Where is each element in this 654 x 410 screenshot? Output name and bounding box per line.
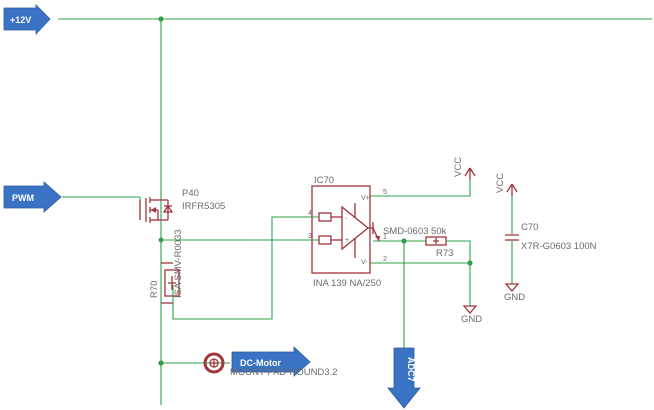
- port-dc-motor[interactable]: DC-Motor: [231, 346, 311, 377]
- c70-value: X7R-G0603 100N: [521, 241, 597, 252]
- junction-rail: [158, 16, 164, 22]
- wire-vcc1: [370, 180, 471, 197]
- ic70-value: INA 139 NA/250: [313, 278, 381, 289]
- r73-ref: R73: [436, 248, 453, 259]
- ic70-pin-2: 2: [383, 256, 387, 263]
- wire-r73-right: [446, 240, 471, 306]
- shunt-value: ISA SMV-R0033: [173, 229, 184, 298]
- vcc-symbol-2: VCC: [495, 173, 518, 196]
- ic70-pin-vplus: V+: [361, 195, 370, 202]
- capacitor-c70[interactable]: C70 X7R-G0603 100N: [505, 222, 597, 252]
- gnd-label-1: GND: [461, 314, 482, 325]
- gnd-label-2: GND: [504, 292, 525, 303]
- ic70-pin-1: 1: [383, 234, 387, 241]
- junction-pin2: [467, 260, 473, 266]
- wires: [58, 18, 652, 405]
- junction-motor: [158, 360, 164, 366]
- mount-pad[interactable]: MOUNT-PAD-ROUND3.2: [203, 352, 338, 378]
- port-12v[interactable]: +12V: [3, 4, 51, 36]
- junction-sense: [158, 237, 164, 243]
- shunt-ref: R70: [149, 281, 160, 298]
- ic70-pin-3: 3: [308, 233, 312, 240]
- port-adc7-label: ADC7: [406, 357, 416, 382]
- ic70-pin-4: 4: [308, 210, 312, 217]
- r73-value: SMD-0603 50k: [383, 226, 447, 237]
- svg-text:-: -: [345, 216, 348, 223]
- svg-text:+: +: [345, 237, 349, 244]
- vcc-label-2: VCC: [495, 173, 506, 193]
- wire-sense-pin4: [172, 216, 319, 320]
- port-12v-label: +12V: [10, 15, 31, 25]
- mosfet-value: IRFR5305: [182, 201, 225, 212]
- port-adc7[interactable]: ADC7: [387, 347, 421, 409]
- junction-adc: [401, 238, 407, 244]
- c70-ref: C70: [521, 222, 538, 233]
- vcc-symbol-1: VCC: [453, 157, 476, 180]
- port-dc-motor-label: DC-Motor: [240, 358, 281, 368]
- ic70-amplifier[interactable]: IC70 INA 139 NA/250 - + V+ V- 4 3 5 1 2: [308, 175, 387, 289]
- gnd-symbol-1: GND: [461, 305, 482, 325]
- vcc-label-1: VCC: [453, 157, 464, 177]
- port-pwm-label: PWM: [12, 193, 34, 203]
- resistor-r73[interactable]: SMD-0603 50k R73: [383, 226, 453, 259]
- ic70-pin-5: 5: [383, 189, 387, 196]
- mosfet-p40[interactable]: P40 IRFR5305: [139, 188, 225, 223]
- ic70-ref: IC70: [314, 175, 334, 186]
- port-pwm[interactable]: PWM: [3, 181, 62, 213]
- mount-pad-value: MOUNT-PAD-ROUND3.2: [230, 367, 338, 378]
- mosfet-ref: P40: [182, 188, 199, 199]
- ic70-pin-vminus: V-: [361, 259, 368, 266]
- gnd-symbol-2: GND: [504, 283, 525, 303]
- shunt-r70[interactable]: R70 ISA SMV-R0033: [149, 229, 184, 304]
- junctions: [158, 16, 473, 366]
